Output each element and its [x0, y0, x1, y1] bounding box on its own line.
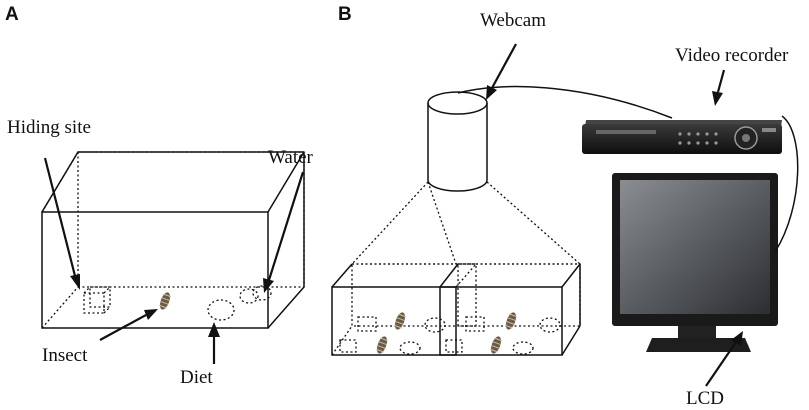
panel-b-letter: B: [338, 4, 352, 25]
insect-image-b3: [503, 310, 519, 332]
lcd-monitor-image: [612, 173, 778, 352]
hiding-site-shape: [83, 286, 111, 314]
hiding-site-arrow: [43, 157, 80, 290]
lcd-arrow: [705, 331, 743, 387]
label-diet: Diet: [180, 367, 213, 388]
container-box-b-right: [439, 263, 581, 356]
insect-arrow: [99, 309, 158, 341]
insect-image: [157, 290, 173, 312]
video-recorder-arrow: [712, 69, 726, 106]
cables: [457, 85, 799, 253]
diet-dish-shape: [207, 299, 235, 321]
webcam-field-of-view: [351, 181, 581, 265]
webcam-arrow: [486, 43, 517, 100]
label-video-recorder: Video recorder: [675, 45, 789, 66]
label-webcam: Webcam: [480, 10, 546, 31]
insect-image-b4: [488, 334, 504, 356]
label-insect: Insect: [42, 345, 88, 366]
container-box-b-left: [331, 263, 477, 356]
label-hiding-site: Hiding site: [7, 117, 91, 138]
container-box-a: [41, 151, 305, 329]
water-arrow: [263, 171, 305, 293]
insect-image-b1: [392, 310, 408, 332]
panel-a-letter: A: [5, 4, 19, 25]
label-lcd: LCD: [686, 388, 724, 409]
webcam-shape: [427, 91, 488, 192]
insect-image-b2: [374, 334, 390, 356]
video-recorder-image: [582, 120, 782, 154]
label-water: Water: [268, 147, 314, 168]
diet-arrow: [208, 322, 220, 364]
water-dish-shape: [239, 285, 272, 304]
